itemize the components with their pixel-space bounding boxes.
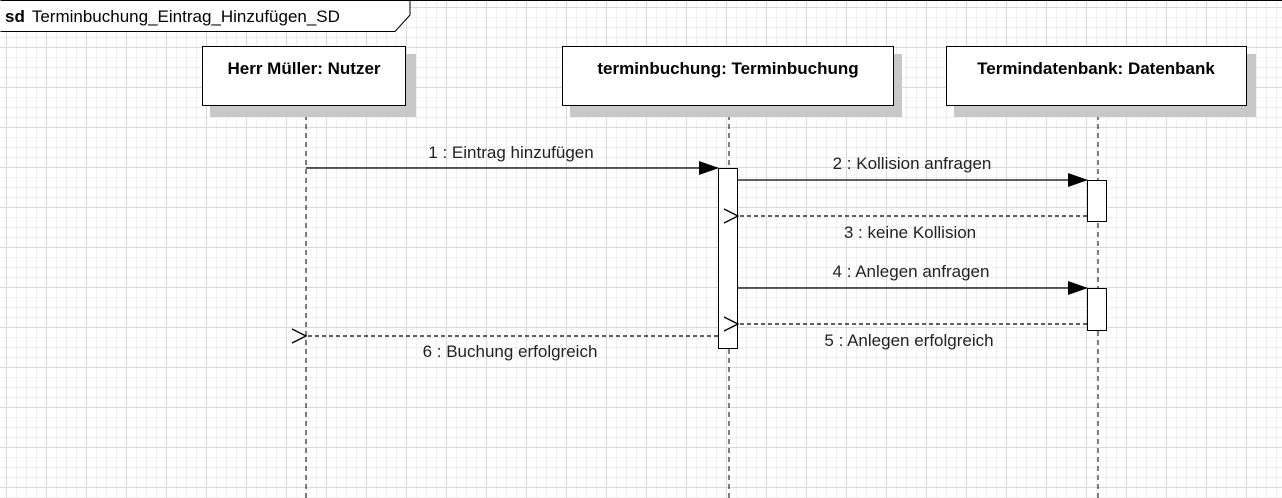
lifeline-name-datenbank: Termindatenbank: Datenbank (977, 59, 1215, 78)
activation-bar-datenbank-2 (1087, 288, 1107, 331)
lifeline-head-box (202, 46, 406, 106)
lifeline-head-box (562, 46, 894, 106)
frame-name: Terminbuchung_Eintrag_Hinzufügen_SD (32, 7, 340, 26)
lifeline-head-box (946, 46, 1247, 106)
message-label-4: 4 : Anlegen anfragen (833, 262, 990, 281)
activation-bar-terminbuchung (718, 168, 738, 349)
lifeline-name-nutzer: Herr Müller: Nutzer (227, 59, 380, 78)
frame-header-tab (0, 0, 411, 32)
frame-title: sd Terminbuchung_Eintrag_Hinzufügen_SD (5, 7, 340, 26)
lifeline-head-datenbank[interactable]: Termindatenbank: Datenbank (946, 46, 1257, 118)
message-label-2: 2 : Kollision anfragen (833, 154, 992, 173)
message-label-6: 6 : Buchung erfolgreich (423, 342, 598, 361)
lifeline-head-terminbuchung[interactable]: terminbuchung: Terminbuchung (562, 46, 903, 118)
lifeline-name-terminbuchung: terminbuchung: Terminbuchung (597, 59, 858, 78)
lifeline-head-nutzer[interactable]: Herr Müller: Nutzer (202, 46, 417, 118)
message-label-5: 5 : Anlegen erfolgreich (824, 331, 993, 350)
message-label-3: 3 : keine Kollision (844, 223, 976, 242)
activation-bar-datenbank-1 (1087, 180, 1107, 222)
frame-keyword: sd (5, 7, 25, 26)
message-label-1: 1 : Eintrag hinzufügen (428, 143, 593, 162)
